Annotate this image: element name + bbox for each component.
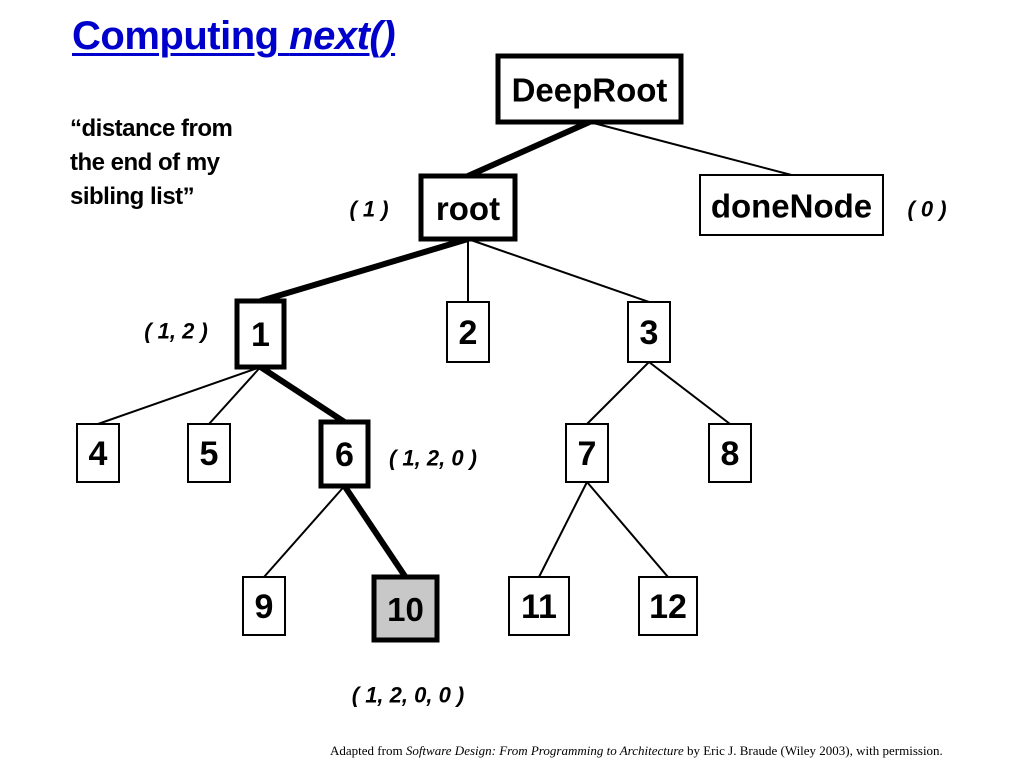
node-box-n3 [627,301,671,363]
node-label-deeproot: DeepRoot [512,72,668,109]
note-line-3: sibling list” [70,183,195,210]
annotation-n10: ( 1, 2, 0, 0 ) [352,683,465,708]
node-box-n9 [242,576,286,636]
node-label-n4: 4 [89,435,108,473]
node-label-donenode: doneNode [711,188,872,225]
node-n4: 4 [76,423,120,483]
tree-annotations: ( 1 ) ( 0 ) ( 1, 2 ) ( 1, 2, 0 ) ( 1, 2, 0, … [144,197,946,708]
node-box-deeproot [495,53,684,125]
node-label-n11: 11 [521,588,557,626]
edge-n7-n12 [586,481,669,578]
node-box-n12 [638,576,698,636]
node-label-n3: 3 [640,314,659,352]
node-deeproot: DeepRoot [495,53,684,125]
node-box-n5 [187,423,231,483]
node-n6: 6 [318,419,371,489]
annotation-root: ( 1 ) [349,197,388,222]
note-line-1: “distance from [70,115,233,142]
edge-n3-n7 [586,361,650,425]
edge-n1-n5 [208,366,262,425]
edge-root-n1 [259,236,469,304]
node-box-n4 [76,423,120,483]
title-method: next() [289,14,396,58]
node-n10: 10 [371,574,440,643]
title-text: Computing [72,14,290,58]
node-label-n8: 8 [721,435,740,473]
node-label-n7: 7 [578,435,597,473]
node-n11: 11 [508,576,570,636]
edge-deeproot-donenode [589,121,792,176]
node-root: root [418,173,518,242]
edge-n6-n9 [263,485,346,578]
node-n7: 7 [565,423,609,483]
node-label-n2: 2 [459,314,478,352]
node-label-n10: 10 [387,591,424,628]
edge-root-n3 [467,238,650,303]
node-box-n7 [565,423,609,483]
node-n2: 2 [446,301,490,363]
node-label-n5: 5 [200,435,219,473]
node-n5: 5 [187,423,231,483]
node-n12: 12 [638,576,698,636]
node-label-n12: 12 [649,588,687,626]
credit-suffix: by Eric J. Braude (Wiley 2003), with per… [683,743,943,758]
node-n1: 1 [234,298,287,370]
node-box-n6 [318,419,371,489]
node-n9: 9 [242,576,286,636]
node-label-n1: 1 [251,316,270,354]
node-donenode: doneNode [699,174,884,236]
annotation-n1: ( 1, 2 ) [144,319,208,344]
edge-n6-n10 [342,484,408,579]
node-box-n8 [708,423,752,483]
node-box-n1 [234,298,287,370]
annotation-donenode: ( 0 ) [907,197,946,222]
node-box-n10 [371,574,440,643]
slide-title: Computing next() [72,14,396,59]
node-label-root: root [436,190,500,227]
distance-note: “distance from the end of my sibling lis… [70,112,270,214]
tree-edges [97,119,792,579]
node-label-n6: 6 [335,436,354,474]
node-n8: 8 [708,423,752,483]
attribution: Adapted from Software Design: From Progr… [330,743,1010,759]
node-box-n11 [508,576,570,636]
node-box-donenode [699,174,884,236]
edge-n7-n11 [538,481,588,578]
annotation-n6: ( 1, 2, 0 ) [389,446,477,471]
node-box-n2 [446,301,490,363]
node-n3: 3 [627,301,671,363]
edge-deeproot-root [466,119,591,179]
credit-book-title: Software Design: From Programming to Arc… [405,743,684,758]
node-box-root [418,173,518,242]
edge-n1-n4 [97,366,261,425]
edge-n1-n6 [258,364,347,425]
credit-prefix: Adapted from [330,743,406,758]
node-label-n9: 9 [255,588,274,626]
note-line-2: the end of my [70,149,220,176]
edge-n3-n8 [648,361,731,425]
